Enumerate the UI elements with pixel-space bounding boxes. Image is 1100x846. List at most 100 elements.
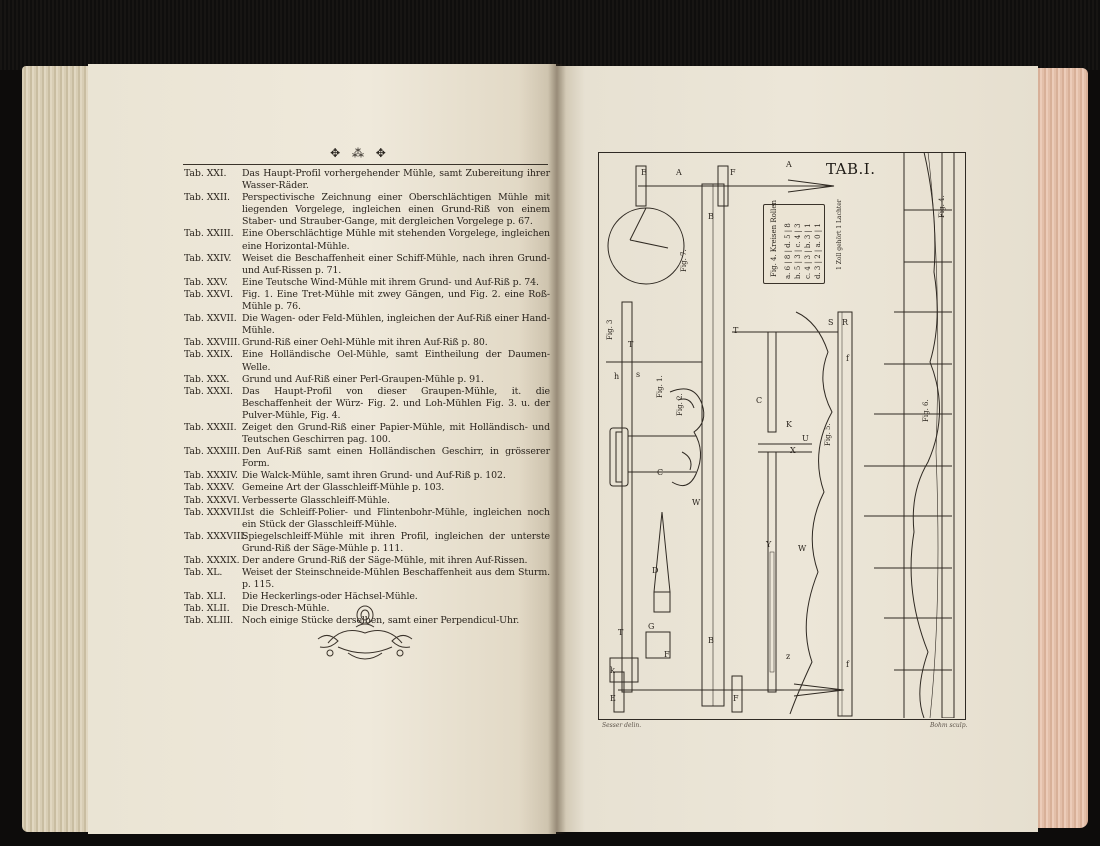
plate-letter: h xyxy=(614,372,620,381)
kreisen-rollen-table: Fig. 4. Kreisen Rollen a. 6 | 8 | d. 5 |… xyxy=(763,200,825,284)
fig-2-label: Fig. 2. xyxy=(676,393,684,416)
tab-label: Tab. xyxy=(184,506,204,518)
table-of-plates: Tab.XXI.Das Haupt-Profil vorhergehender … xyxy=(184,168,550,628)
tab-label: Tab. xyxy=(184,530,204,542)
plate-entry: Tab.XXXVI.Verbesserte Glasschleiff-Mühle… xyxy=(184,495,550,507)
plate-title: TAB.I. xyxy=(826,160,876,178)
plate-entry: Tab.XXV. Eine Teutsche Wind-Mühle mit ihr… xyxy=(184,277,550,289)
table-row-2: b. 5 | 3 | c. 4 | 3 xyxy=(794,223,802,279)
plate-number: Tab.XXV. xyxy=(184,277,228,289)
background-cloth xyxy=(0,0,1100,70)
plate-entry: Tab.XXVII. Die Wagen- oder Feld-Mühlen, i… xyxy=(184,313,550,337)
tab-label: Tab. xyxy=(184,470,204,482)
plate-description: Eine Teutsche Wind-Mühle mit ihrem Grund… xyxy=(242,276,539,288)
plate-description: Perspectivische Zeichnung einer Oberschl… xyxy=(242,192,550,228)
plate-letter: C xyxy=(756,396,763,405)
plate-number: Tab.XL. xyxy=(184,567,222,579)
plate-number: Tab.XXVIII. xyxy=(184,337,240,349)
plate-entry: Tab.XXXIX.Der andere Grund-Riß der Säge-… xyxy=(184,555,550,567)
fig-7-label: Fig. 7. xyxy=(680,249,688,272)
roman-numeral: XXXV. xyxy=(206,482,235,494)
tab-label: Tab. xyxy=(184,373,204,385)
plate-description: Weiset der Steinschneide-Mühlen Beschaff… xyxy=(242,567,550,591)
plate-letter: T xyxy=(618,628,624,637)
fig-3-label: Fig. 3 xyxy=(606,319,614,340)
plate-letter: T xyxy=(628,340,634,349)
plate-letter: U xyxy=(802,434,809,443)
plate-letter: S xyxy=(828,318,834,327)
plate-entry: Tab.XXI.Das Haupt-Profil vorhergehender … xyxy=(184,168,550,192)
left-page xyxy=(88,64,556,834)
table-row-4: d. 3 | 2 | a. 0 | 1 xyxy=(814,223,822,279)
plate-description: Den Auf-Riß samt einen Holländischen Ges… xyxy=(242,446,550,470)
roman-numeral: XLII. xyxy=(206,603,230,615)
tab-label: Tab. xyxy=(184,288,204,300)
plate-entry: Tab.XXX.Grund und Auf-Riß einer Perl-Gra… xyxy=(184,374,550,386)
table-row-3: c. 4 | 3 | b. 3 | 1 xyxy=(804,223,812,279)
plate-number: Tab.XXI. xyxy=(184,168,226,180)
fig-4-label: Fig. 4. xyxy=(938,195,946,218)
roman-numeral: XXXI. xyxy=(206,385,233,397)
roman-numeral: XXV. xyxy=(206,276,228,288)
header-ornament: ✥ ⁂ ✥ xyxy=(330,146,390,160)
tab-label: Tab. xyxy=(184,276,204,288)
plate-entry: Tab.XXXV. Gemeine Art der Glasschleiff-Mü… xyxy=(184,482,550,494)
plate-letter: E xyxy=(641,168,647,177)
roman-numeral: XXXVI. xyxy=(206,494,240,506)
plate-number: Tab.XLIII. xyxy=(184,615,233,627)
roman-numeral: XXI. xyxy=(206,168,227,179)
plate-number: Tab.XLII. xyxy=(184,603,230,615)
tab-label: Tab. xyxy=(184,615,204,627)
plate-number: Tab.XXIII. xyxy=(184,228,234,240)
plate-description: Die Wagen- oder Feld-Mühlen, ingleichen … xyxy=(242,313,550,337)
plate-description: Grund-Riß einer Oehl-Mühle mit ihren Auf… xyxy=(242,337,488,349)
plate-letter: R xyxy=(842,318,849,327)
draftsman-credit: Sesser delin. xyxy=(602,722,642,729)
roman-numeral: XXVII. xyxy=(206,313,237,325)
tailpiece-vignette-icon xyxy=(317,605,413,660)
plate-letter: B xyxy=(708,212,714,221)
roman-numeral: XXVI. xyxy=(206,288,234,300)
plate-letter: B xyxy=(708,636,714,645)
plate-number: Tab.XXIV. xyxy=(184,253,231,265)
plate-entry: Tab.XXXIV.Die Walck-Mühle, samt ihren Gr… xyxy=(184,470,550,482)
table-heading: Fig. 4. Kreisen Rollen xyxy=(770,200,778,277)
plate-entry: Tab.XLII.Die Dresch-Mühle. xyxy=(184,603,550,615)
plate-description: Der andere Grund-Riß der Säge-Mühle, mit… xyxy=(242,555,528,566)
plate-entry: Tab.XXVIII.Grund-Riß einer Oehl-Mühle mi… xyxy=(184,337,550,349)
plate-entry: Tab.XXXVIII.Spiegelschleiff-Mühle mit ih… xyxy=(184,531,550,555)
plate-description: Zeiget den Grund-Riß einer Papier-Mühle,… xyxy=(242,421,550,446)
roman-numeral: XLIII. xyxy=(206,615,234,627)
plate-description: Das Haupt-Profil von dieser Graupen-Mühl… xyxy=(242,385,550,421)
plate-entry: Tab.XXXII.Zeiget den Grund-Riß einer Pap… xyxy=(184,422,550,446)
plate-letter: T xyxy=(733,326,739,335)
plate-entry: Tab.XLI.Die Heckerlings-oder Hächsel-Müh… xyxy=(184,591,550,603)
roman-numeral: XXIII. xyxy=(206,228,234,240)
plate-number: Tab.XXXV. xyxy=(184,482,234,494)
roman-numeral: XXXIX. xyxy=(206,555,240,566)
plate-entry: Tab.XXIX.Eine Holländische Oel-Mühle, sa… xyxy=(184,349,550,373)
plate-entry: Tab.XXIII.Eine Oberschlächtige Mühle mit… xyxy=(184,228,550,252)
plate-letter: D xyxy=(652,566,659,575)
roman-numeral: XLI. xyxy=(206,591,226,603)
plate-letter: f xyxy=(846,354,849,363)
plate-description: Gemeine Art der Glasschleiff-Mühle p. 10… xyxy=(242,482,445,494)
plate-description: Die Heckerlings-oder Hächsel-Mühle. xyxy=(242,591,418,603)
tab-label: Tab. xyxy=(184,555,204,566)
plate-description: Ist die Schleiff-Polier- und Flintenbohr… xyxy=(242,506,550,530)
plate-letter: k xyxy=(610,666,615,675)
roman-numeral: XXXIV. xyxy=(206,470,238,482)
plate-number: Tab.XXXVI. xyxy=(184,495,240,507)
plate-letter: F xyxy=(730,168,736,177)
plate-description: Verbesserte Glasschleiff-Mühle. xyxy=(242,494,390,506)
plate-number: Tab.XXVII. xyxy=(184,313,237,325)
tab-label: Tab. xyxy=(184,603,204,615)
left-page-stack xyxy=(22,66,92,832)
roman-numeral: XXXII. xyxy=(206,421,237,433)
plate-number: Tab.XXXIII. xyxy=(184,446,240,458)
plate-letter: F xyxy=(733,694,739,703)
plate-number: Tab.XXXIV. xyxy=(184,470,238,482)
tab-label: Tab. xyxy=(184,168,204,179)
tab-label: Tab. xyxy=(184,446,204,458)
plate-number: Tab.XXXVIII. xyxy=(184,531,247,543)
